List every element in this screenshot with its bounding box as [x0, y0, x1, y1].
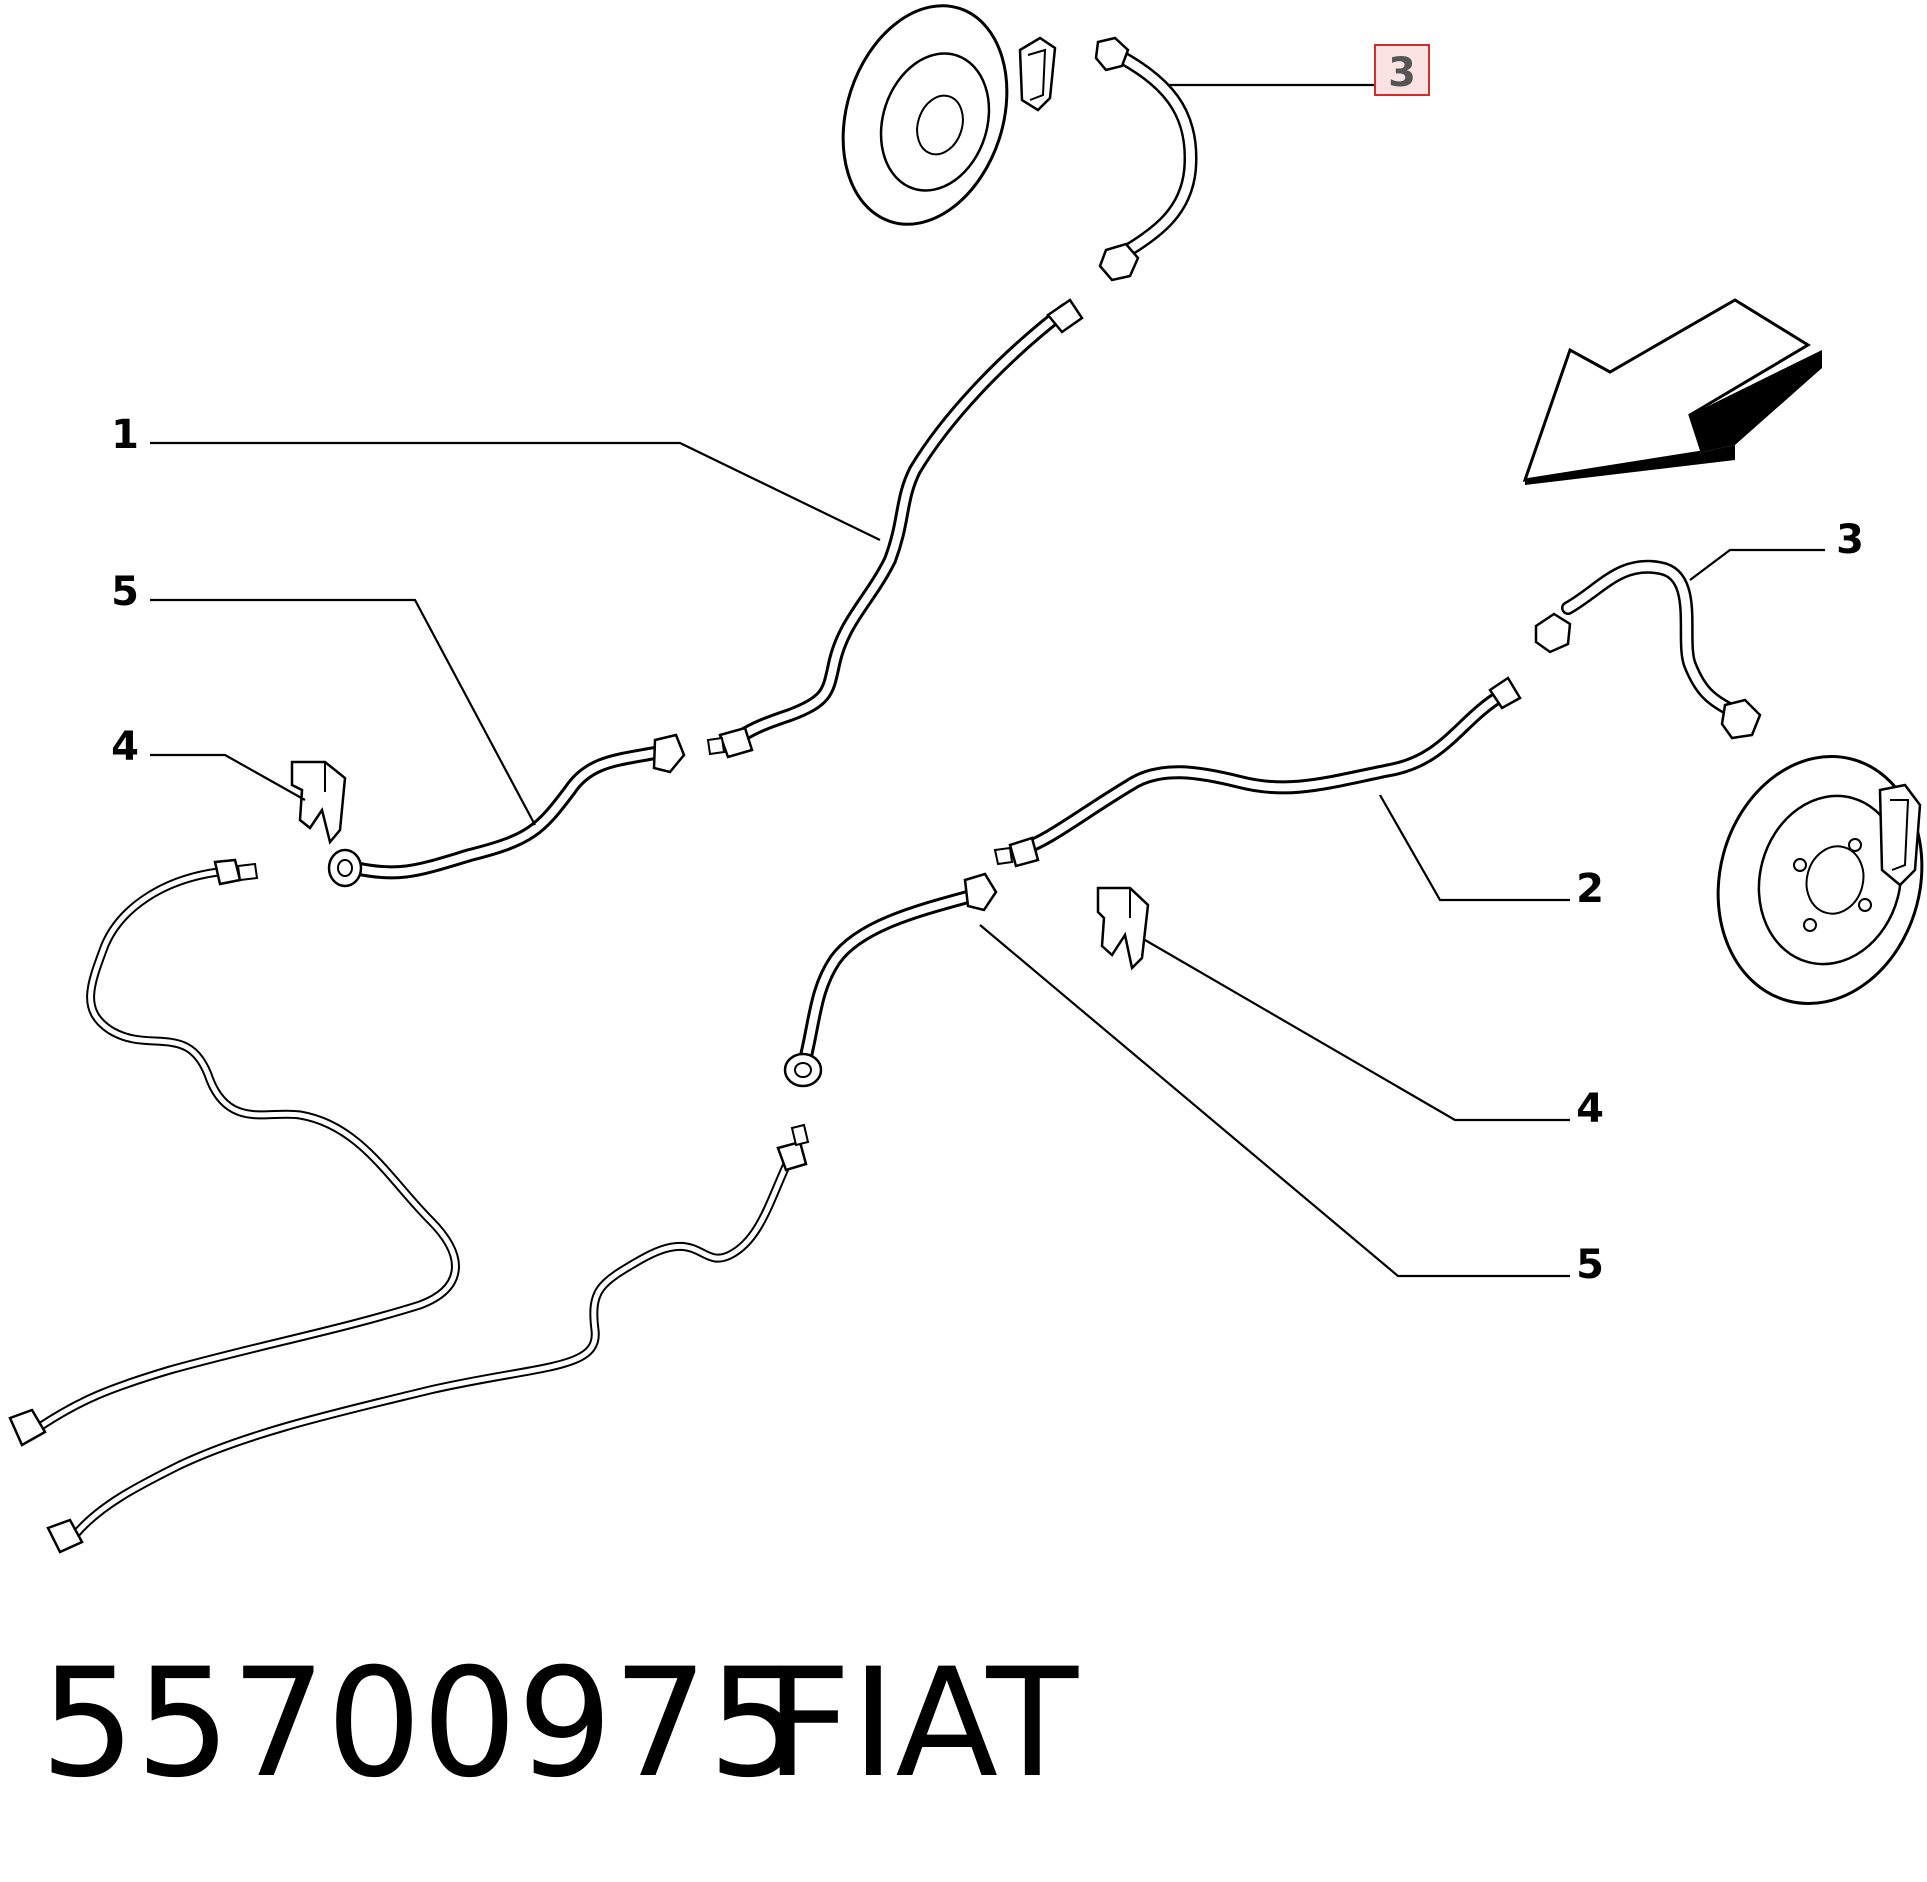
arrow-down-left-icon [1522, 298, 1822, 485]
callout-4-left[interactable]: 4 [111, 724, 139, 770]
callout-5-left[interactable]: 5 [111, 569, 139, 615]
brake-disc-right [1716, 755, 1924, 1005]
part-number: 55700975 [40, 1637, 803, 1811]
part-caption: 55700975 FIAT [40, 1637, 1079, 1811]
brake-pipe-long-middle [46, 1123, 810, 1554]
leader-lines [150, 83, 1825, 1278]
callout-4-right[interactable]: 4 [1576, 1086, 1604, 1132]
callout-5-right[interactable]: 5 [1576, 1242, 1604, 1288]
brake-pipe-1 [706, 298, 1084, 759]
hose-5-left [327, 733, 686, 888]
callout-3-highlighted[interactable]: 3 [1388, 50, 1416, 96]
callout-3-right[interactable]: 3 [1836, 517, 1864, 563]
callout-2[interactable]: 2 [1576, 866, 1604, 912]
flex-hose-top [1094, 36, 1198, 282]
brake-pipe-long-left [8, 858, 460, 1447]
flex-hose-right [1534, 559, 1762, 740]
hose-5-right [783, 872, 998, 1088]
callout-highlight-box [1374, 44, 1430, 96]
clip-4-left [290, 760, 347, 845]
callout-labels: 3 1 5 4 3 2 4 5 [111, 44, 1864, 1288]
part-brand: FIAT [765, 1637, 1079, 1811]
brake-disc-top [841, 4, 1057, 226]
brake-pipe-2 [993, 676, 1522, 868]
clip-4-right [1096, 886, 1150, 971]
callout-1[interactable]: 1 [111, 412, 139, 458]
